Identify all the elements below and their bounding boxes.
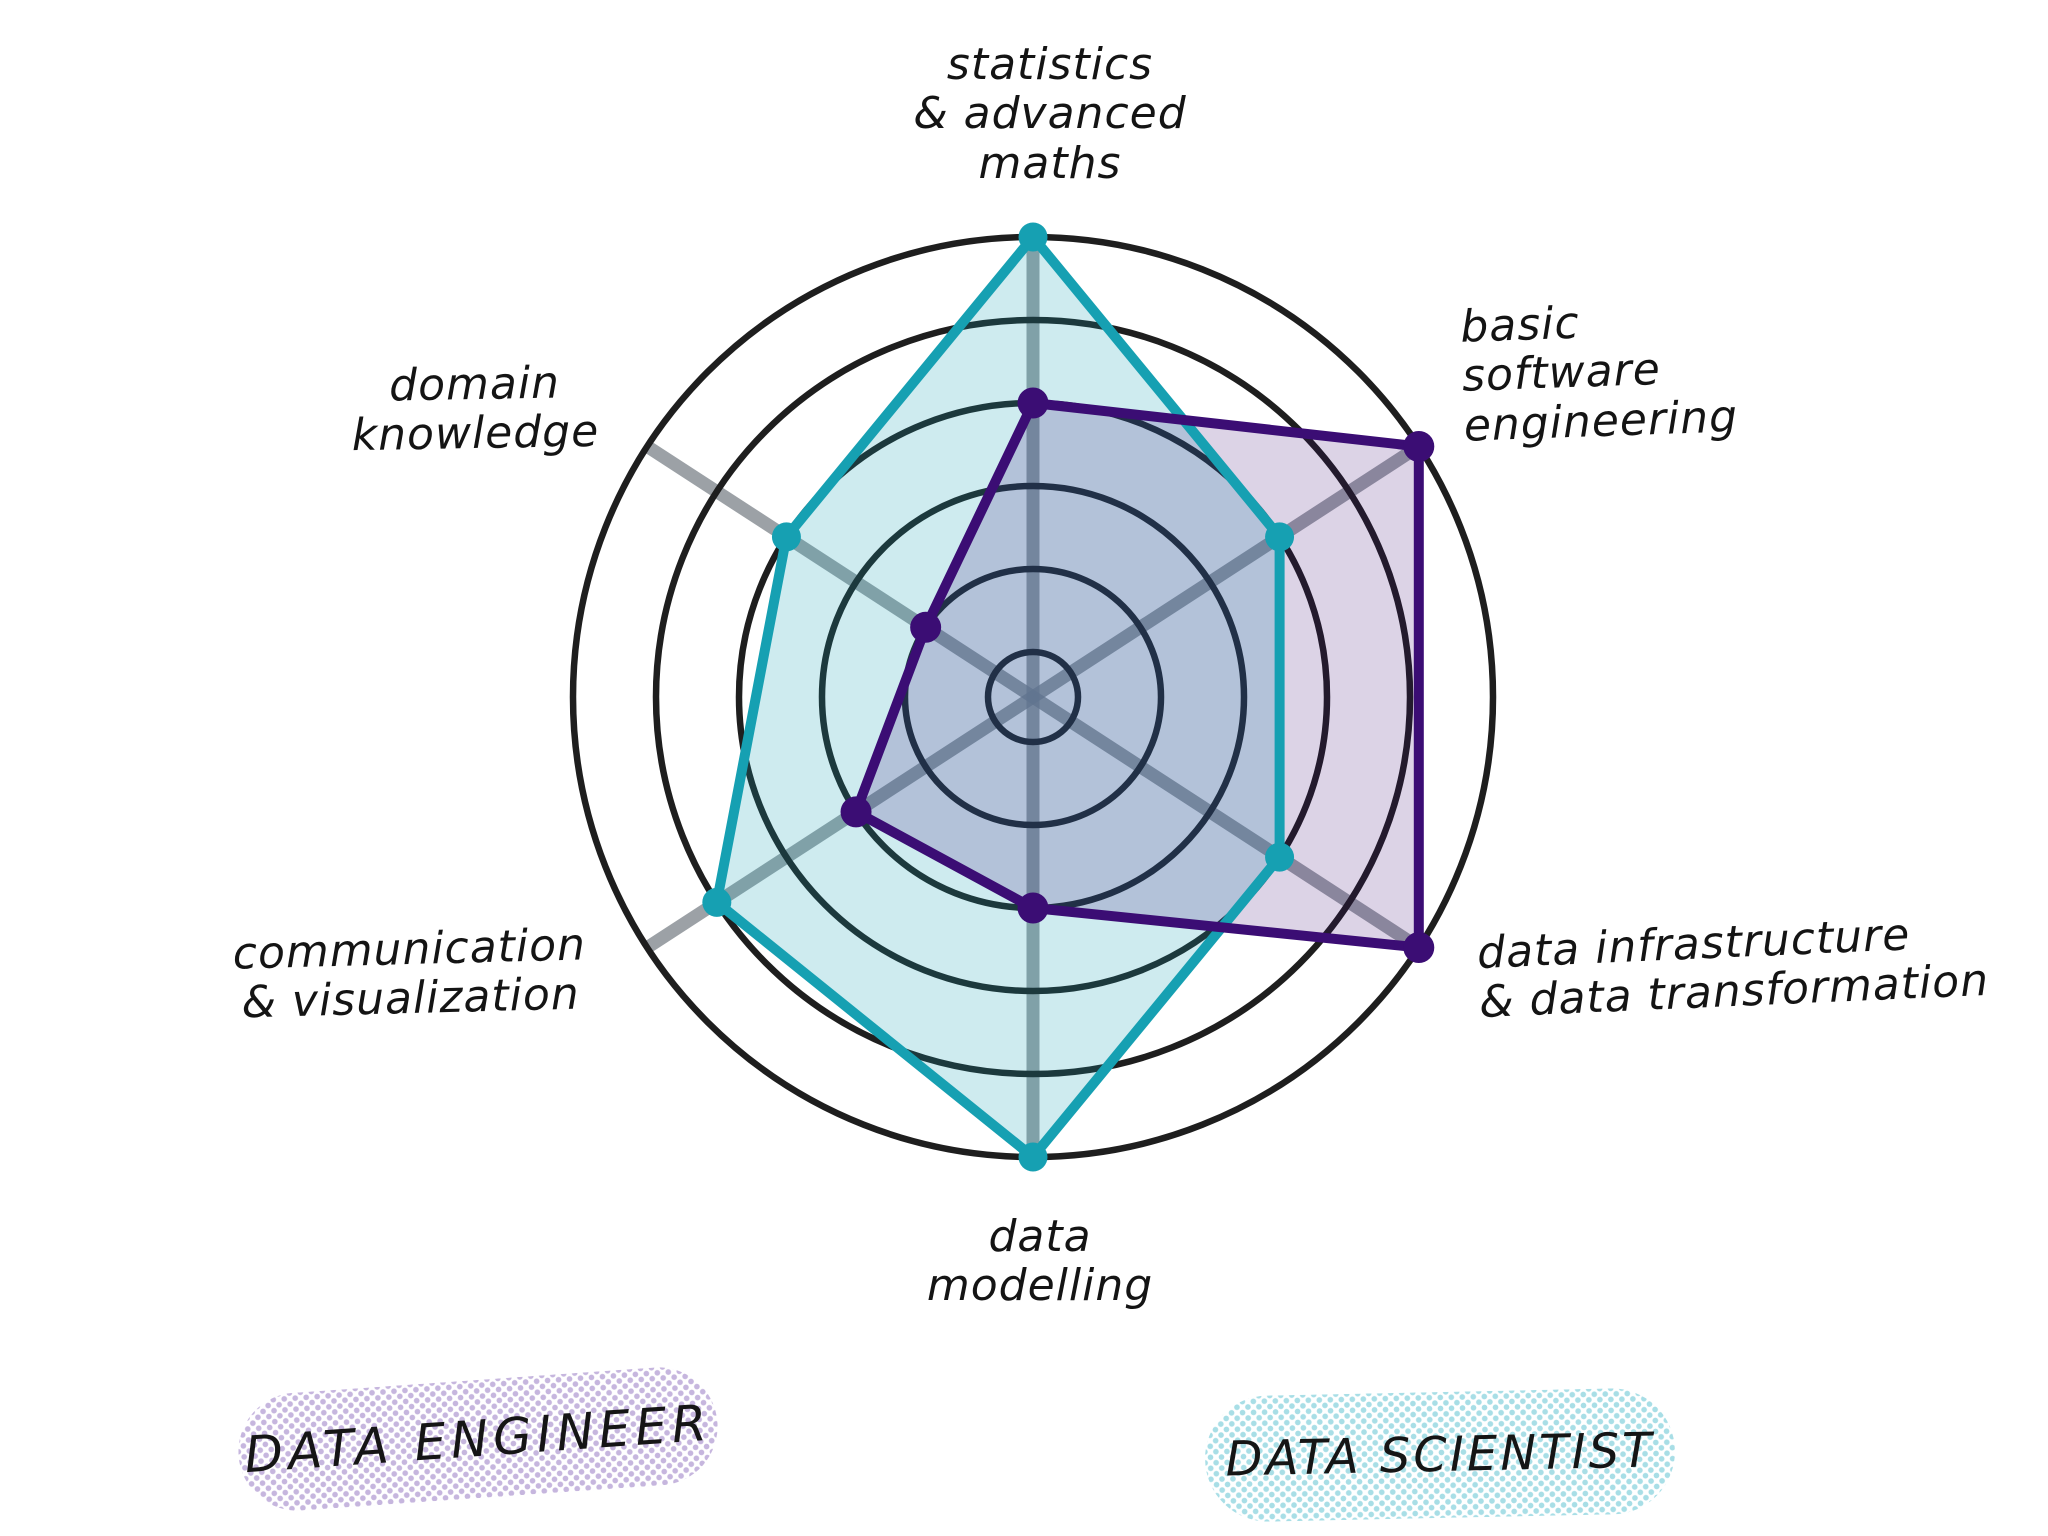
- grid-ring-2: [901, 565, 1165, 829]
- legend-data-engineer-label: DATA ENGINEER: [242, 1393, 714, 1485]
- axis-label-line: data: [988, 1211, 1092, 1262]
- data-point-data-engineer-5: [910, 611, 942, 643]
- data-point-data-engineer-2: [1403, 932, 1435, 964]
- data-point-data-scientist-2: [1265, 842, 1295, 872]
- axis-label-software-engineering: basic software engineering: [1459, 293, 1739, 452]
- axis-label-data-modelling: data modelling: [860, 1212, 1220, 1311]
- data-point-data-scientist-5: [771, 522, 801, 552]
- data-point-data-scientist-1: [1265, 522, 1295, 552]
- axis-spoke-5: [643, 441, 1037, 703]
- axis-label-statistics: statistics & advanced maths: [870, 40, 1230, 188]
- axis-spoke-2: [1029, 691, 1423, 953]
- legend-data-scientist-label: DATA SCIENTIST: [1224, 1422, 1656, 1488]
- data-point-data-scientist-4: [702, 887, 732, 917]
- data-point-data-engineer-0: [1017, 387, 1049, 419]
- axis-spoke-1: [1029, 441, 1423, 703]
- axis-label-line: maths: [978, 137, 1122, 189]
- data-point-data-engineer-4: [840, 796, 872, 828]
- axis-label-communication: communication & visualization: [194, 919, 626, 1029]
- axis-label-line: & advanced: [913, 88, 1187, 140]
- data-point-data-engineer-3: [1017, 892, 1049, 924]
- axis-label-line: domain: [388, 357, 561, 412]
- axis-label-domain-knowledge: domain knowledge: [324, 357, 626, 462]
- axis-label-line: knowledge: [351, 406, 600, 462]
- grid-ring-5: [652, 316, 1414, 1078]
- data-point-data-scientist-0: [1018, 222, 1048, 252]
- series-fill-data-scientist: [716, 237, 1280, 1157]
- axis-label-line: engineering: [1462, 390, 1739, 452]
- grid-ring-1: [984, 648, 1082, 746]
- axis-label-line: statistics: [946, 39, 1154, 90]
- axis-label-line: modelling: [926, 1260, 1154, 1312]
- data-point-data-engineer-1: [1403, 430, 1435, 462]
- data-point-data-scientist-3: [1018, 1142, 1048, 1172]
- legend-data-scientist: DATA SCIENTIST: [1203, 1387, 1677, 1523]
